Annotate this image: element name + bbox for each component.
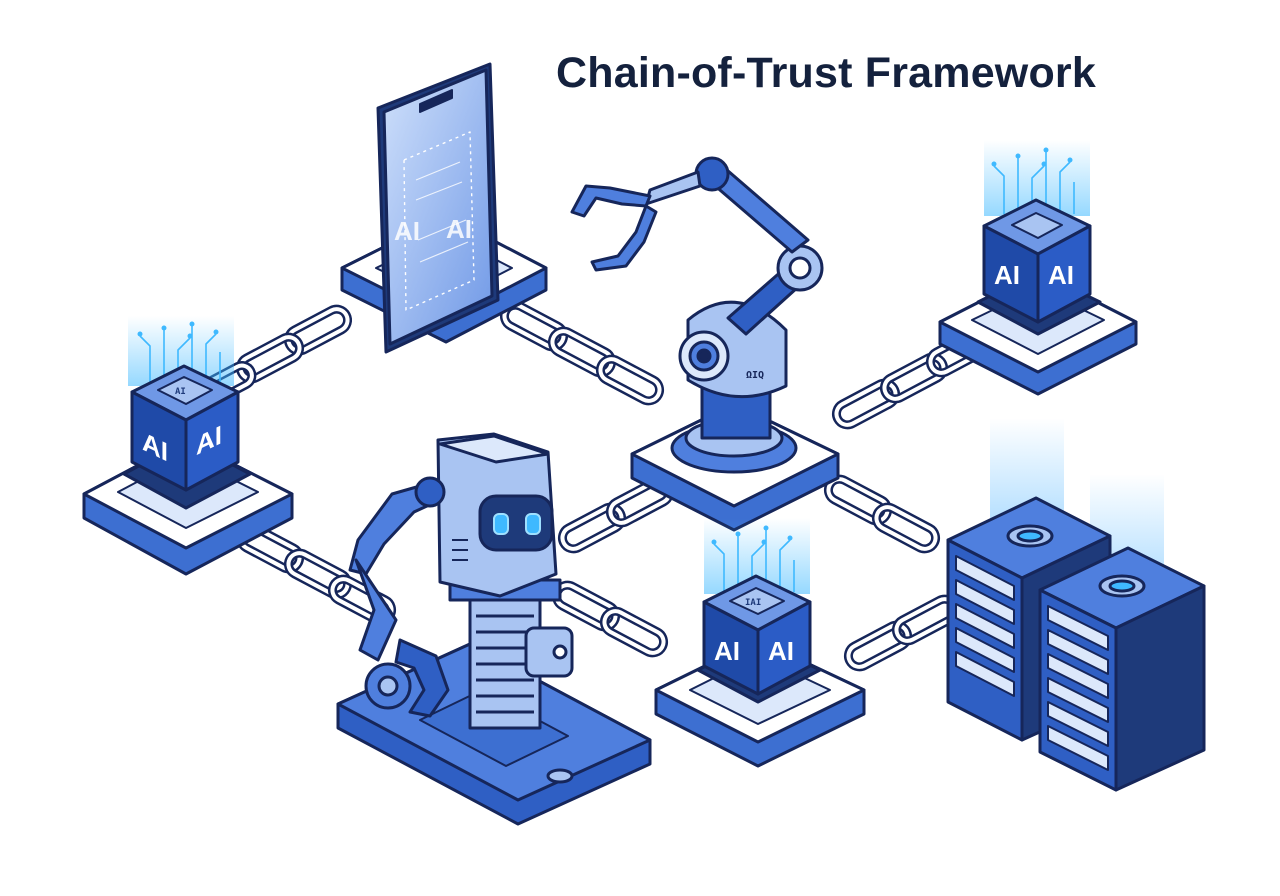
cube-face-label: AI [768,636,794,666]
smartphone-node: AI AI [340,62,548,354]
robotic-arm-node: ΩIQ [570,156,840,532]
server-rack-node [946,418,1206,792]
ai-cube-right-node: AI AI [938,140,1138,396]
arm-base-label: ΩIQ [746,370,764,381]
robot-claw-icon [570,184,658,272]
diagram-title: Chain-of-Trust Framework [556,49,1096,97]
ai-cube-center-node: ΙΑΙ AI AI [654,518,866,768]
chain-link-phone-to-arm [499,300,665,406]
chip-label-center: ΙΑΙ [745,598,761,608]
cube-face-label: AI [1048,260,1074,290]
screen-label: AI [394,216,420,246]
humanoid-robot-node [336,432,652,826]
screen-label: AI [446,214,472,244]
chain-link-arm-to-server [823,474,941,554]
chip-label-left: ΑΙ [175,387,186,397]
cube-face-label: AI [714,636,740,666]
camera-lens-icon [678,330,730,382]
cube-face-label: AI [994,260,1020,290]
robot-claw-icon [364,638,450,718]
ai-cube-left-node: ΑΙ AI AI [82,316,294,576]
chain-link-robot-to-center-cube [551,580,669,658]
chain-link-center-cube-to-server [843,594,961,672]
server-slots [955,555,1109,771]
